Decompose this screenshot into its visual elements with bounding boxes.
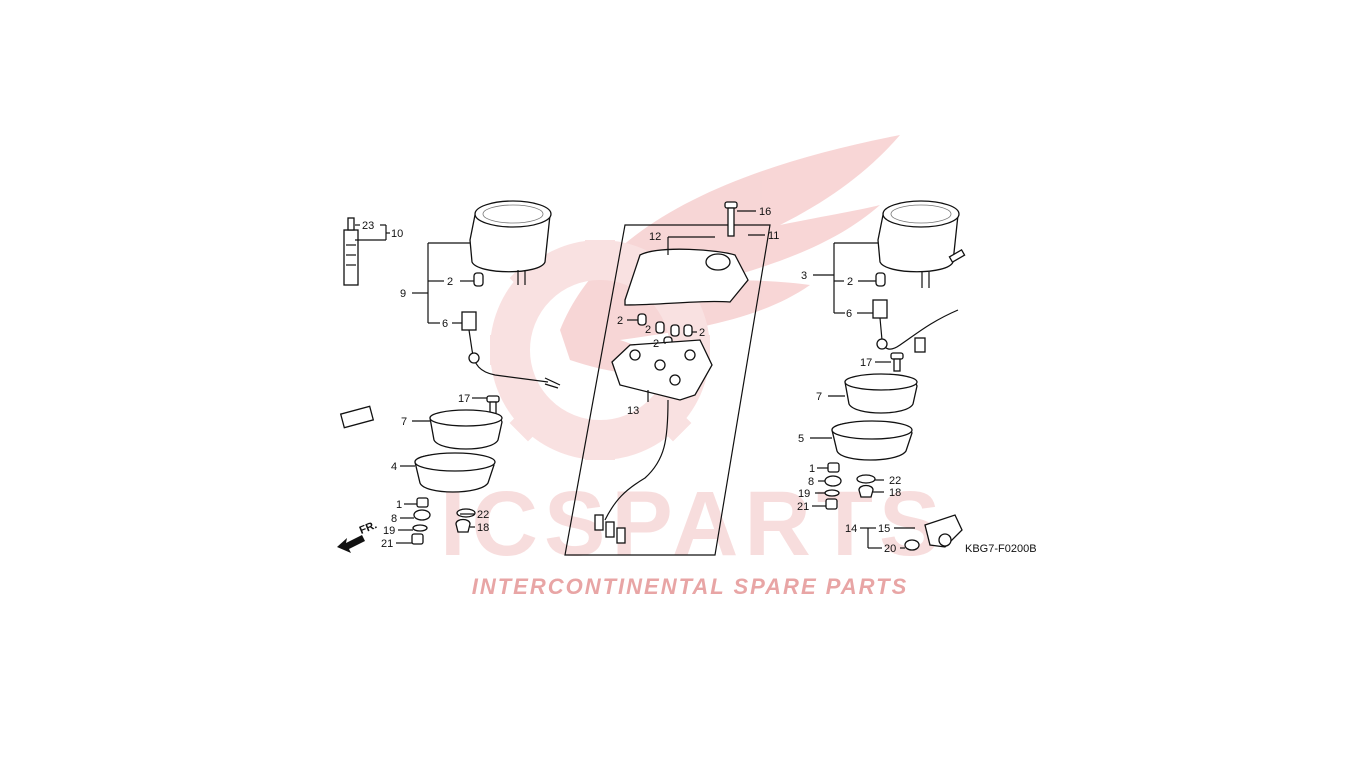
- callout-17: 17: [860, 357, 872, 369]
- callout-17: 17: [458, 393, 470, 405]
- callout-9: 9: [400, 288, 406, 300]
- bulb-icon: [473, 272, 484, 287]
- direction-label: FR.: [358, 519, 379, 537]
- callout-15: 15: [878, 523, 890, 535]
- callout-10: 10: [391, 228, 403, 240]
- callout-labels: 23 10 9 2 6 17 7 4 1 8 19 21 22 18 12 16…: [362, 206, 1037, 555]
- callout-6: 6: [846, 308, 852, 320]
- callout-22: 22: [477, 509, 489, 521]
- callout-20: 20: [884, 543, 896, 555]
- callout-2: 2: [699, 327, 705, 339]
- socket-icon: [461, 311, 477, 331]
- callout-7: 7: [401, 416, 407, 428]
- callout-22: 22: [889, 475, 901, 487]
- arrow-left-icon: [337, 535, 365, 553]
- callout-16: 16: [759, 206, 771, 218]
- callout-12: 12: [649, 231, 661, 243]
- callout-7: 7: [816, 391, 822, 403]
- callout-2: 2: [645, 324, 651, 336]
- right-meter-assembly: [824, 200, 994, 551]
- left-meter-cable: [339, 217, 418, 429]
- callout-1: 1: [809, 463, 815, 475]
- callout-8: 8: [808, 476, 814, 488]
- callout-19: 19: [383, 525, 395, 537]
- callout-2: 2: [447, 276, 453, 288]
- watermark-tagline: INTERCONTINENTAL SPARE PARTS: [472, 574, 909, 599]
- callout-2: 2: [847, 276, 853, 288]
- watermark-logo-letters: ICSPARTS: [440, 473, 946, 575]
- front-direction-arrow: FR.: [337, 519, 379, 553]
- callout-4: 4: [391, 461, 397, 473]
- callout-21: 21: [797, 501, 809, 513]
- callout-2: 2: [653, 338, 659, 350]
- callout-11: 11: [768, 230, 779, 242]
- callout-3: 3: [801, 270, 807, 282]
- leader-lines: [355, 210, 915, 549]
- callout-2: 2: [617, 315, 623, 327]
- callout-13: 13: [627, 405, 639, 417]
- callout-19: 19: [798, 488, 810, 500]
- callout-8: 8: [391, 513, 397, 525]
- diagram-code: KBG7-F0200B: [965, 543, 1037, 555]
- callout-6: 6: [442, 318, 448, 330]
- center-indicator-assembly: [564, 201, 771, 556]
- callout-23: 23: [362, 220, 374, 232]
- callout-18: 18: [889, 487, 901, 499]
- callout-1: 1: [396, 499, 402, 511]
- callout-5: 5: [798, 433, 804, 445]
- callout-21: 21: [381, 538, 393, 550]
- callout-18: 18: [477, 522, 489, 534]
- left-meter-assembly: [411, 200, 561, 545]
- callout-14: 14: [845, 523, 857, 535]
